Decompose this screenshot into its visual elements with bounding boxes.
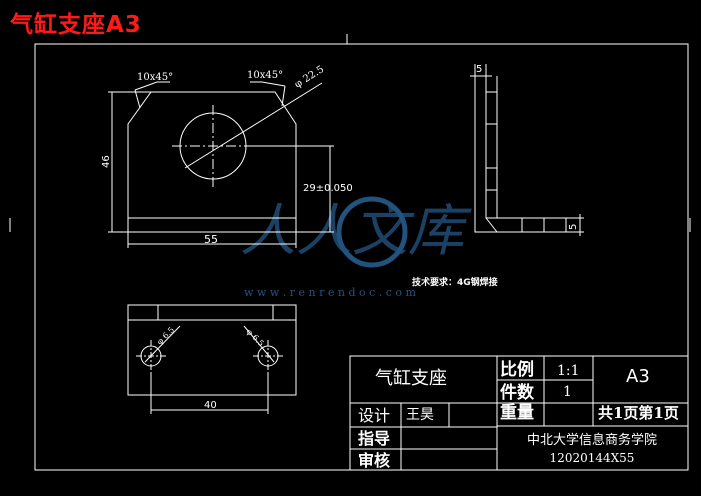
tb-weight-label: 重量 <box>500 402 534 423</box>
bottom-hole-left-leader <box>144 325 181 363</box>
tb-qty-value: 1 <box>563 384 572 400</box>
tb-scale-value: 1:1 <box>557 363 580 379</box>
hole-diameter-label: φ 22.5 <box>293 64 326 91</box>
tb-scale-label: 比例 <box>500 359 534 380</box>
side-view <box>470 64 584 236</box>
watermark-url: w w w . r e n r e n d o c . c o m <box>244 286 416 299</box>
chamfer-left-leader <box>134 81 170 91</box>
tb-sheet-info: 共1页第1页 <box>598 404 679 422</box>
tb-designer-label: 设计 <box>358 406 390 425</box>
tb-sheet-size: A3 <box>626 366 650 387</box>
center-height-label: 29±0.050 <box>303 183 353 194</box>
title-block-frame <box>349 355 689 471</box>
tb-checker-label: 指导 <box>358 429 390 448</box>
bottom-hole-left-label: φ 6.5 <box>155 325 176 346</box>
chamfer-left-line <box>134 89 141 109</box>
tech-requirement: 技术要求：4G钢焊接 <box>412 276 498 288</box>
bottom-view <box>127 304 297 414</box>
side-bottom-thickness-label: 5 <box>568 224 579 230</box>
chamfer-left-label: 10x45° <box>137 72 173 83</box>
title-block-text: 气缸支座 比例 1:1 A3 件数 1 设计 王昊 重量 共1页第1页 指导 审… <box>358 359 679 470</box>
width-label: 55 <box>204 233 218 246</box>
bottom-hole-right-leader <box>243 325 275 363</box>
bottom-spacing-label: 40 <box>204 400 217 411</box>
title-block <box>349 355 689 471</box>
chamfer-right-line <box>281 85 286 107</box>
side-top-thickness-label: 5 <box>476 64 482 75</box>
tb-part-name: 气缸支座 <box>375 367 447 389</box>
watermark-ring <box>336 196 408 268</box>
front-view <box>108 81 334 248</box>
tb-drawing-no: 12020144X55 <box>550 451 635 465</box>
chamfer-right-label: 10x45° <box>247 70 283 81</box>
side-view-flange-top <box>485 217 498 233</box>
bottom-view-outline <box>127 304 297 396</box>
tb-institution: 中北大学信息商务学院 <box>527 432 657 448</box>
chamfer-right-leader <box>250 81 286 87</box>
side-view-outline <box>474 75 567 233</box>
diameter-leader <box>184 82 323 169</box>
height-label: 46 <box>101 155 112 168</box>
tb-reviewer-label: 审核 <box>358 451 390 470</box>
bottom-hole-right-label: φ 6.5 <box>245 327 266 348</box>
tb-qty-label: 件数 <box>500 382 535 403</box>
tb-designer-name: 王昊 <box>406 407 434 423</box>
page-title: 气缸支座A3 <box>10 12 142 38</box>
